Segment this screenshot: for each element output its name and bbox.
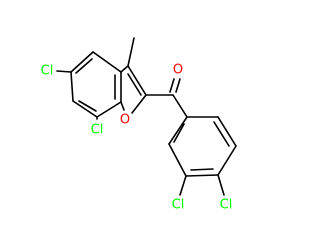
atom-cl-3prime: Cl xyxy=(172,198,185,213)
bond-ar-5-6-inner xyxy=(213,121,230,147)
atom-o-carbonyl: O xyxy=(173,63,183,78)
bond-c5-c6 xyxy=(70,71,74,102)
bond-ar3-cl xyxy=(179,175,187,196)
bond-ar-3-4 xyxy=(185,174,219,177)
bond-c6-c7 xyxy=(72,100,98,118)
bond-c3a-c4 xyxy=(92,51,122,73)
bond-c2-o1 xyxy=(131,94,147,114)
bond-c3a-c3 xyxy=(120,65,129,73)
bond-ar-5-6 xyxy=(217,116,237,147)
atom-labels: Cl Cl O O Cl Cl xyxy=(41,63,233,213)
molecule-structure: Cl Cl O O Cl Cl xyxy=(41,37,237,213)
bond-carbonyl-aryl xyxy=(172,94,188,118)
atom-cl-5: Cl xyxy=(41,64,54,79)
bond-ar-1-2-inner xyxy=(173,123,185,143)
atom-cl-4prime: Cl xyxy=(220,198,233,213)
bond-co-upper xyxy=(175,78,181,93)
bond-c4-c5 xyxy=(70,51,94,73)
bond-c4-c5-inner xyxy=(75,58,93,74)
bond-o1-c7a xyxy=(120,101,125,111)
bond-ar4-cl xyxy=(217,174,225,196)
bond-c7-c7a xyxy=(96,101,122,118)
bond-c5-cl xyxy=(56,70,72,73)
bond-c6-c7-inner xyxy=(78,100,97,112)
bond-ar-1-2 xyxy=(168,116,188,145)
bond-ar-3-4-inner xyxy=(190,168,214,171)
bond-c3-c2 xyxy=(127,65,147,96)
bond-co-lower xyxy=(169,78,175,93)
bond-c3-methyl xyxy=(127,37,135,67)
bond-c3-c2-inner xyxy=(127,73,142,96)
atom-cl-7: Cl xyxy=(91,123,104,138)
bond-ar-4-5 xyxy=(217,145,237,176)
bonds xyxy=(56,37,237,196)
atom-o-furan: O xyxy=(120,113,130,128)
bond-ar-2-3 xyxy=(168,143,187,177)
